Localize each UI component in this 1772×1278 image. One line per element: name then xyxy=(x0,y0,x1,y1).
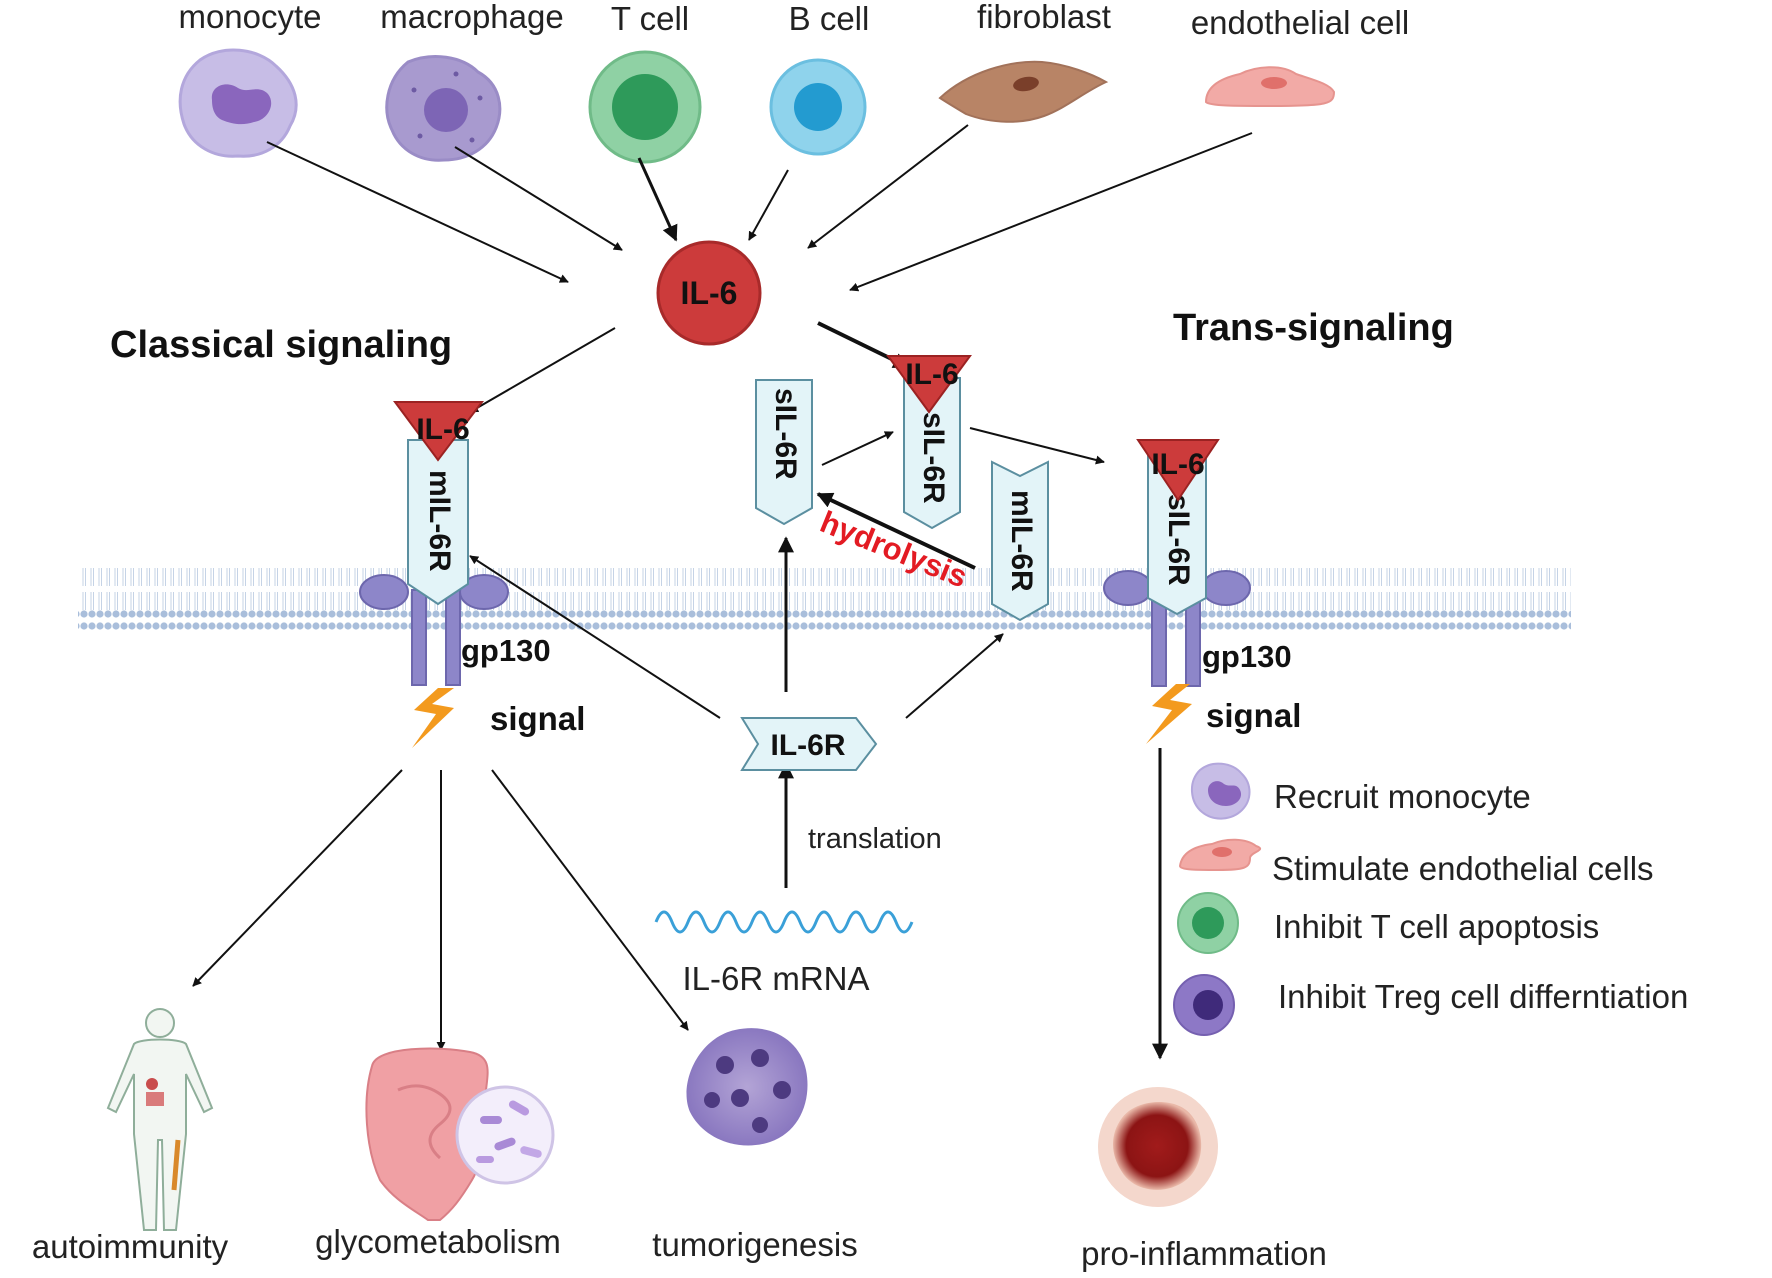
classical-receptor-complex: mIL-6R IL-6 gp130 signal xyxy=(359,401,585,748)
middle-arrows xyxy=(469,427,1105,888)
cell-label-monocyte: monocyte xyxy=(178,0,321,35)
sil6r-label-complex: sIL-6R xyxy=(917,412,950,504)
il6-triangle-classical xyxy=(393,401,485,462)
il6-triangle-complex xyxy=(886,355,972,414)
effect-inhibit-t-cell-apoptosis: Inhibit T cell apoptosis xyxy=(1177,892,1599,954)
source-b-cell: B cell xyxy=(769,0,870,156)
effect-label-recruit-monocyte: Recruit monocyte xyxy=(1274,778,1531,815)
sil6r-free: sIL-6R xyxy=(755,379,813,526)
il6-triangle-trans xyxy=(1136,439,1220,502)
mrna-wave xyxy=(654,910,914,934)
signal-icon-classical xyxy=(412,688,454,748)
il6-label: IL-6 xyxy=(681,275,738,311)
signal-label-trans: signal xyxy=(1206,697,1301,734)
effect-inhibit-treg-differentiation: Inhibit Treg cell differntiation xyxy=(1173,974,1688,1036)
heading-trans-signaling: Trans-signaling xyxy=(1173,307,1454,349)
il6r-label: IL-6R xyxy=(771,729,846,762)
signal-label-classical: signal xyxy=(490,700,585,737)
trans-receptor-complex: sIL-6R IL-6 gp130 signal xyxy=(1103,439,1301,744)
arrow-il6-to-classical xyxy=(469,327,616,413)
il6-label-trans: IL-6 xyxy=(1151,448,1204,481)
fibroblast-icon xyxy=(938,60,1109,123)
gp130-label-classical: gp130 xyxy=(461,633,551,668)
effect-recruit-monocyte: Recruit monocyte xyxy=(1191,762,1531,820)
glycometabolism-icon xyxy=(365,1047,555,1221)
outcome-label-glycometabolism: glycometabolism xyxy=(315,1223,561,1260)
il6-cytokine: IL-6 xyxy=(656,240,762,346)
il6-label-classical: IL-6 xyxy=(416,413,469,446)
cell-membrane xyxy=(78,568,1571,630)
mrna-label: IL-6R mRNA xyxy=(682,960,869,997)
autoimmunity-icon xyxy=(106,1008,214,1231)
effects-legend: Recruit monocyte Stimulate endothelial c… xyxy=(1173,762,1688,1036)
il6-label-complex: IL-6 xyxy=(905,358,958,391)
outcome-label-tumorigenesis: tumorigenesis xyxy=(652,1226,857,1263)
tumorigenesis-icon xyxy=(686,1028,808,1146)
source-macrophage: macrophage xyxy=(380,0,564,162)
gp130-right-chain xyxy=(445,589,461,686)
source-endothelial-cell: endothelial cell xyxy=(1191,4,1409,108)
source-arrows xyxy=(266,124,1253,292)
mil6r-middle: mIL-6R xyxy=(991,460,1049,622)
signal-icon-trans xyxy=(1146,684,1192,744)
gp130-label-trans: gp130 xyxy=(1202,639,1292,674)
effect-label-inhibit-t-cell-apoptosis: Inhibit T cell apoptosis xyxy=(1274,908,1599,945)
gp130-left-chain xyxy=(411,589,427,686)
il6r-protein: IL-6R xyxy=(740,717,878,771)
translation-label: translation xyxy=(808,823,942,855)
cell-label-fibroblast: fibroblast xyxy=(977,0,1111,35)
mil6r-label-middle: mIL-6R xyxy=(1005,490,1038,592)
sil6r-label-trans: sIL-6R xyxy=(1162,494,1195,586)
effect-stimulate-endothelial: Stimulate endothelial cells xyxy=(1178,838,1654,887)
mil6r-label-classical: mIL-6R xyxy=(423,470,456,572)
outcome-label-pro-inflammation: pro-inflammation xyxy=(1081,1235,1327,1272)
il6-sil6r-complex: IL-6 sIL-6R xyxy=(886,355,972,530)
effect-label-inhibit-treg-differentiation: Inhibit Treg cell differntiation xyxy=(1278,978,1688,1015)
cell-label-b-cell: B cell xyxy=(789,0,870,37)
outcome-label-autoimmunity: autoimmunity xyxy=(32,1228,229,1265)
cell-label-t-cell: T cell xyxy=(611,0,689,37)
mil6r-receptor-classical xyxy=(407,439,469,606)
pro-inflammation-icon xyxy=(1098,1087,1218,1207)
cell-label-macrophage: macrophage xyxy=(380,0,563,35)
cell-label-endothelial-cell: endothelial cell xyxy=(1191,4,1409,41)
source-monocyte: monocyte xyxy=(178,0,322,158)
source-fibroblast: fibroblast xyxy=(938,0,1111,123)
classical-outcome-arrows xyxy=(192,769,689,1051)
source-t-cell: T cell xyxy=(588,0,702,164)
sil6r-label-free: sIL-6R xyxy=(769,388,802,480)
effect-label-stimulate-endothelial: Stimulate endothelial cells xyxy=(1272,850,1654,887)
heading-classical-signaling: Classical signaling xyxy=(110,324,452,366)
